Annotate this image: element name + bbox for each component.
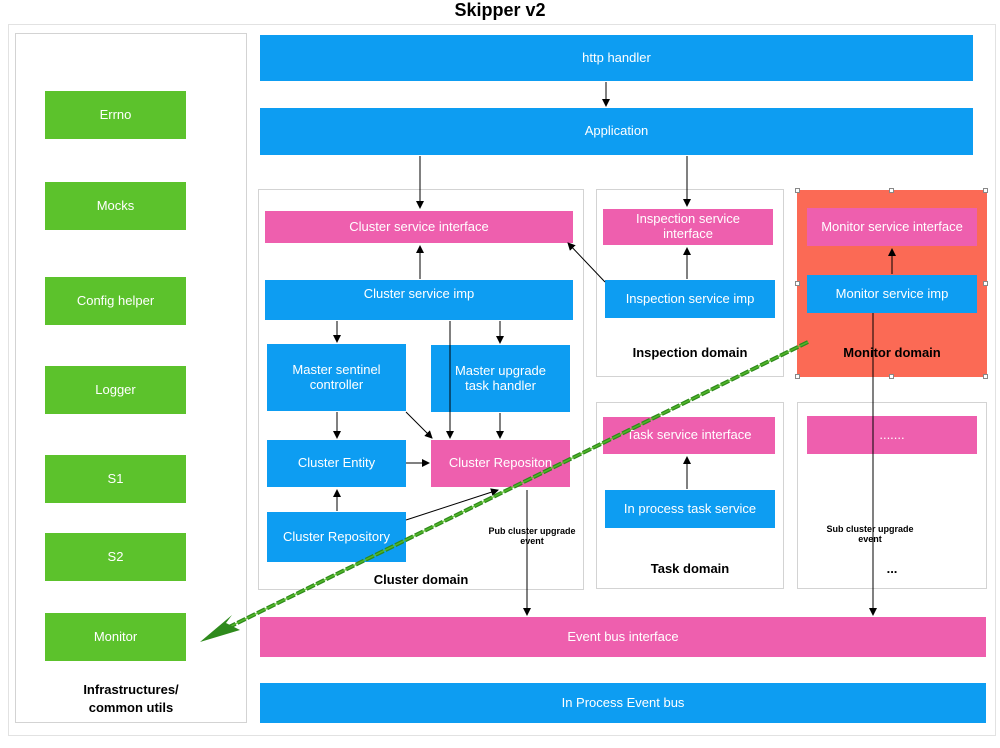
infrastructure-caption-line1: Infrastructures/	[83, 682, 179, 697]
in-process-event-bus-bar: In Process Event bus	[260, 683, 986, 723]
config-helper-box: Config helper	[45, 277, 186, 325]
green-dependency-arrow	[200, 340, 809, 642]
mocks-box: Mocks	[45, 182, 186, 230]
inspection-domain-label: Inspection domain	[632, 345, 748, 360]
cluster-service-interface: Cluster service interface	[265, 211, 573, 243]
application-bar: Application	[260, 108, 973, 155]
master-upgrade-task-handler: Master upgrade task handler	[431, 345, 570, 412]
monitor-service-interface: Monitor service interface	[807, 208, 977, 246]
arrow-sentinel-to-reposito	[405, 411, 433, 439]
infrastructure-caption-line2: common utils	[88, 699, 174, 715]
in-process-task-service: In process task service	[605, 490, 775, 528]
selection-handle[interactable]	[795, 281, 800, 286]
sub-event-annotation: Sub cluster upgrade event	[826, 524, 914, 545]
other-domain-placeholder: .......	[807, 416, 977, 454]
selection-handle[interactable]	[795, 188, 800, 193]
selection-handle[interactable]	[795, 374, 800, 379]
cluster-repository: Cluster Repository	[267, 512, 406, 562]
monitor-domain-label: Monitor domain	[843, 345, 941, 360]
master-sentinel-controller: Master sentinel controller	[267, 344, 406, 411]
selection-handle[interactable]	[983, 374, 988, 379]
inspection-service-imp: Inspection service imp	[605, 280, 775, 318]
infrastructure-caption: Infrastructures/ common utils	[15, 681, 247, 716]
diagram-title: Skipper v2	[454, 0, 546, 20]
http-handler-bar: http handler	[260, 35, 973, 81]
selection-handle[interactable]	[983, 281, 988, 286]
s1-box: S1	[45, 455, 186, 503]
selection-handle[interactable]	[983, 188, 988, 193]
cluster-domain-label: Cluster domain	[373, 572, 469, 587]
task-service-interface: Task service interface	[603, 417, 775, 454]
errno-box: Errno	[45, 91, 186, 139]
logger-box: Logger	[45, 366, 186, 414]
cluster-service-imp: Cluster service imp	[265, 280, 573, 320]
event-bus-interface-bar: Event bus interface	[260, 617, 986, 657]
other-domain-label: ...	[886, 561, 898, 576]
arrow-inspection-imp-to-cluster-interface	[567, 242, 606, 283]
monitor-box: Monitor	[45, 613, 186, 661]
monitor-service-imp: Monitor service imp	[807, 275, 977, 313]
selection-handle[interactable]	[889, 188, 894, 193]
s2-box: S2	[45, 533, 186, 581]
selection-handle[interactable]	[889, 374, 894, 379]
cluster-reposito: Cluster Repositon	[431, 440, 570, 487]
inspection-service-interface: Inspection service interface	[603, 209, 773, 245]
pub-event-annotation: Pub cluster upgrade event	[488, 526, 576, 547]
arrow-repository-to-reposito	[405, 488, 499, 521]
task-domain-label: Task domain	[650, 561, 730, 576]
cluster-entity: Cluster Entity	[267, 440, 406, 487]
